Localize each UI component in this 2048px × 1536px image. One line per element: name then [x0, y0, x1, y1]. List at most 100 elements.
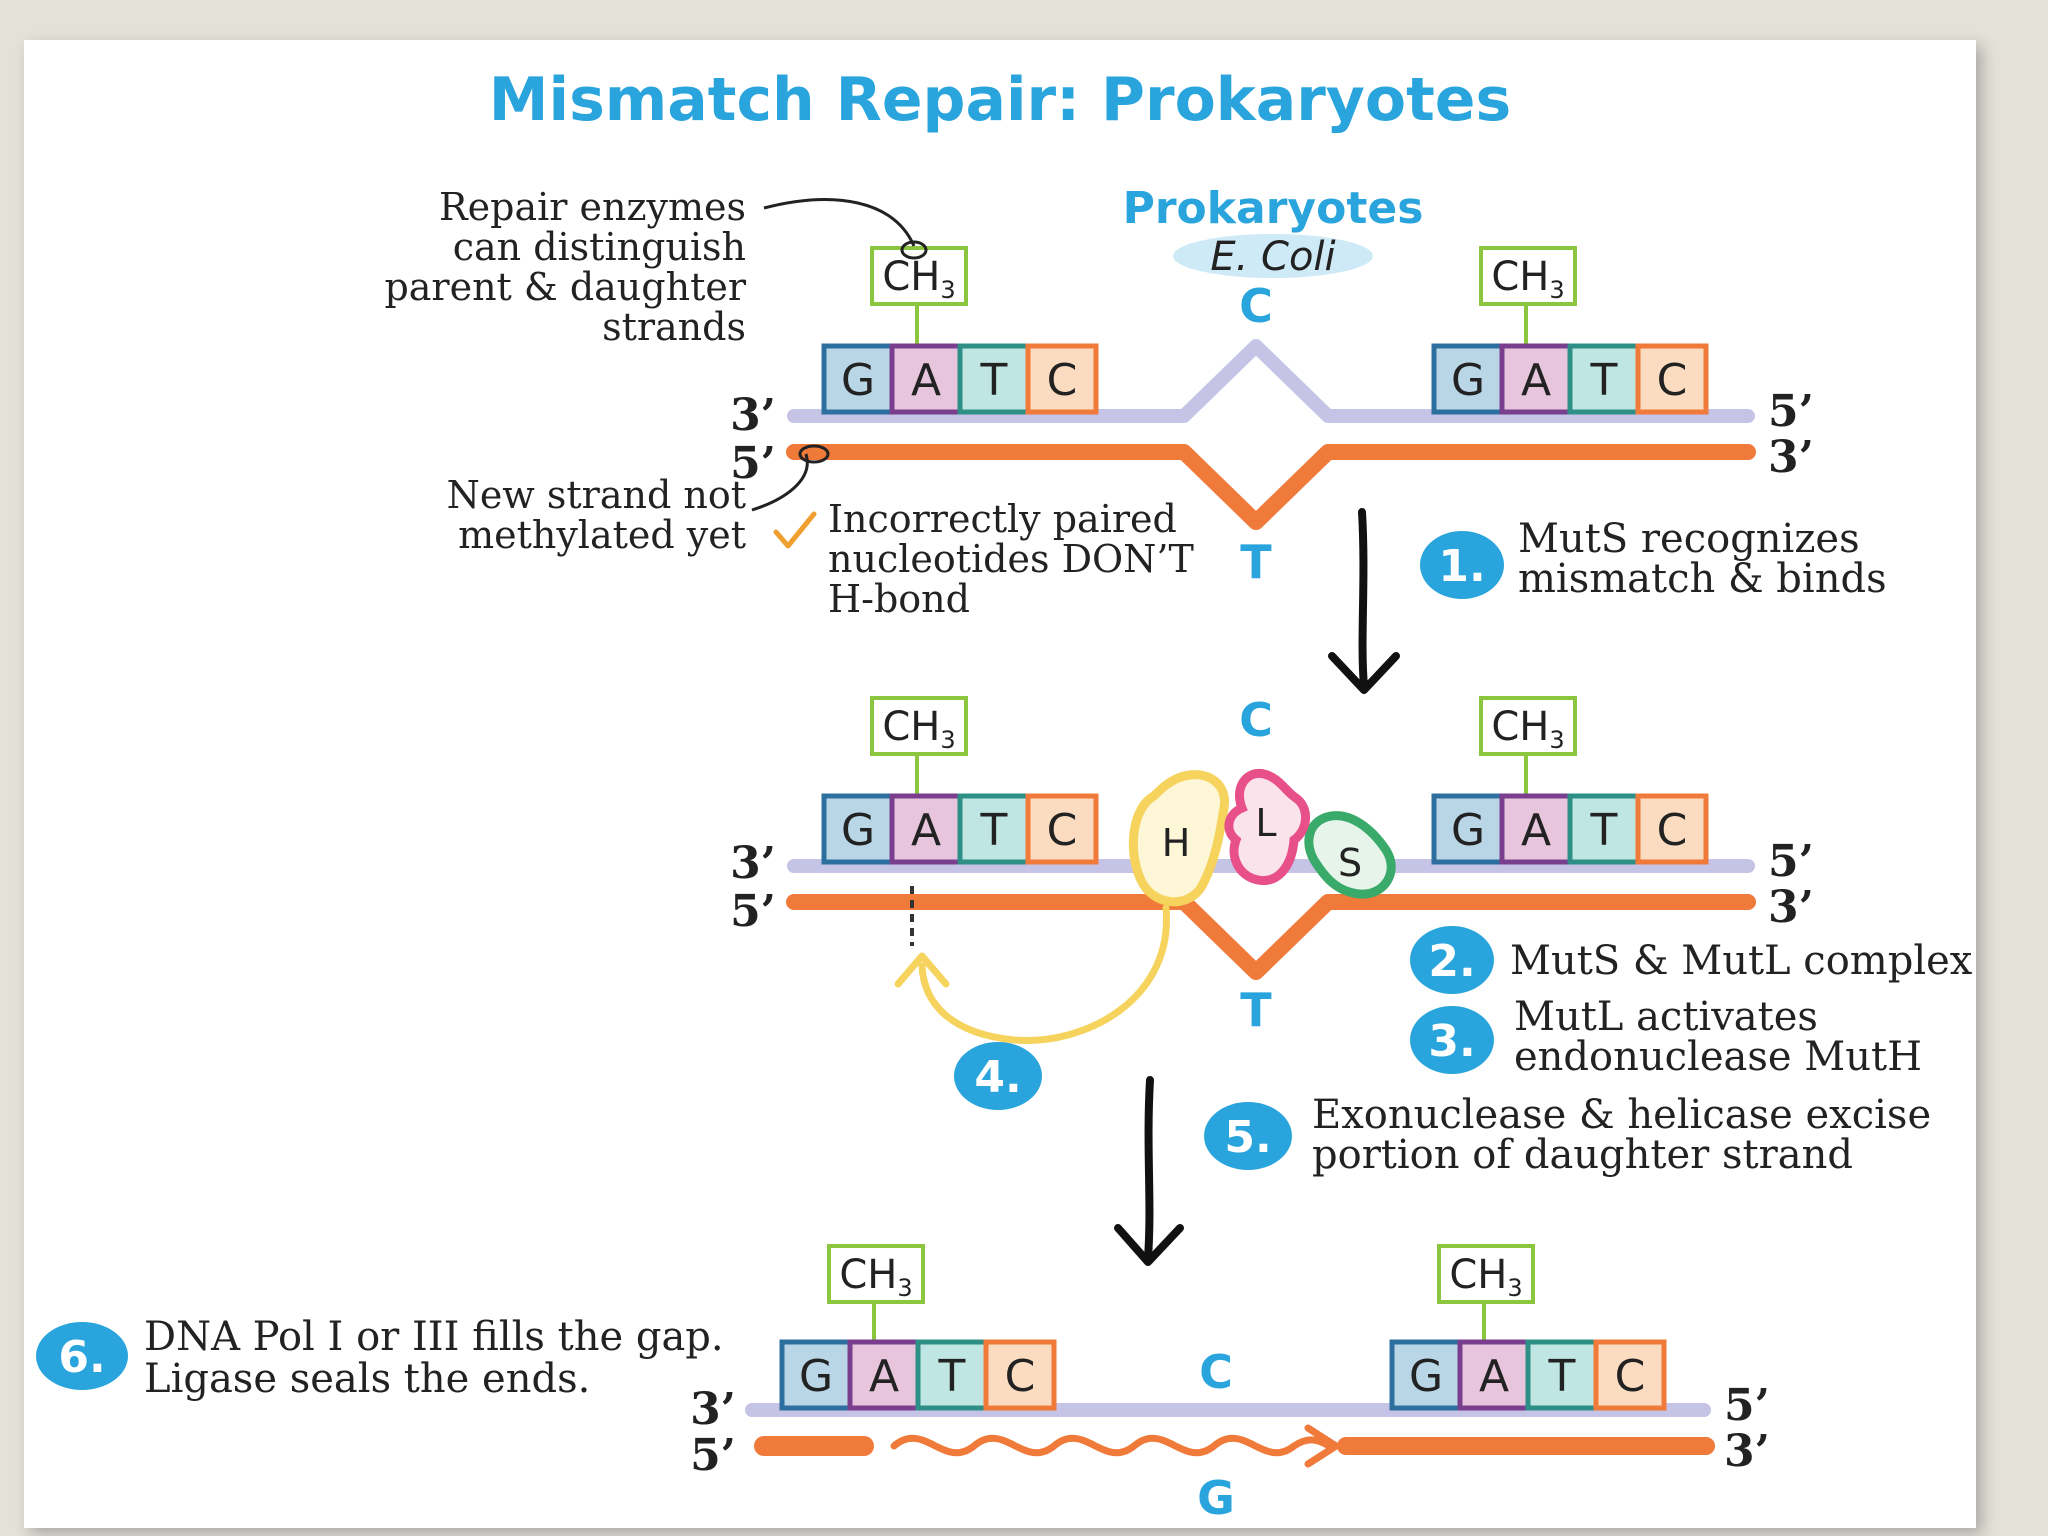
mismatch-bottom-base: T — [1240, 535, 1272, 589]
slide: Mismatch Repair: Prokaryotes Prokaryotes… — [24, 40, 1976, 1528]
end-label-5prime: 5’ — [1724, 1380, 1770, 1431]
dna-panel-1: CH3 G A T C CH3 G A T C 3’ 5’ 5’ — [730, 246, 1814, 589]
base-t-box — [1567, 343, 1641, 415]
end-label-3prime: 3’ — [1768, 432, 1814, 483]
step-text: DNA Pol I or III fills the gap. — [144, 1314, 724, 1360]
base-t-box — [1567, 793, 1641, 865]
step-number: 5. — [1224, 1112, 1271, 1163]
base-c-box — [1025, 343, 1099, 415]
page-title: Mismatch Repair: Prokaryotes — [489, 65, 1511, 135]
methyl-box — [1479, 696, 1577, 756]
arrow-head-icon — [1328, 652, 1400, 694]
organism-highlight — [1173, 234, 1373, 278]
step-text: MutS & MutL complex — [1510, 938, 1973, 984]
methyl-label: CH3 — [882, 254, 955, 304]
step-text: endonuclease MutH — [1514, 1034, 1922, 1080]
step-badge — [1420, 531, 1504, 599]
step-text: portion of daughter strand — [1312, 1132, 1853, 1178]
base-c-box — [1593, 1339, 1667, 1411]
base-a: A — [911, 355, 941, 406]
daughter-strand — [786, 894, 1756, 980]
base-t-box — [1525, 1339, 1599, 1411]
base-t: T — [980, 805, 1008, 856]
daughter-strand — [786, 444, 1756, 530]
base-a: A — [869, 1351, 899, 1402]
gatc-site-left: CH3 G A T C — [779, 1244, 1057, 1411]
end-label-5prime: 5’ — [1768, 836, 1814, 887]
base-c: C — [1657, 355, 1688, 406]
base-g: G — [1409, 1351, 1443, 1402]
annotation-new-strand: New strand not methylated yet — [447, 444, 830, 557]
step-text: MutS recognizes — [1518, 516, 1860, 562]
annotation-line: nucleotides DON’T — [828, 537, 1194, 581]
base-t-box — [915, 1339, 989, 1411]
mutH-protein — [1128, 770, 1229, 907]
gatc-site-left: CH3 G A T C — [821, 696, 1099, 865]
base-a: A — [911, 805, 941, 856]
mismatch-top-base: C — [1239, 279, 1273, 333]
pointer-line — [763, 198, 916, 247]
arrow-head-icon — [1114, 1224, 1184, 1266]
methyl-box — [1479, 246, 1577, 306]
end-label-3prime: 3’ — [730, 390, 776, 441]
flow-arrow-1 — [1358, 508, 1368, 690]
pointer-circle — [900, 240, 928, 260]
step-badge — [954, 1042, 1042, 1110]
base-g-box — [821, 793, 895, 865]
annotation-incorrect-pairing: Incorrectly paired nucleotides DON’T H-b… — [773, 497, 1194, 621]
base-a: A — [1521, 355, 1551, 406]
mismatch-bottom-base: T — [1240, 983, 1272, 1037]
step-number: 2. — [1428, 936, 1475, 987]
new-synthesis-wave — [890, 1434, 1333, 1457]
end-label-3prime: 3’ — [1768, 882, 1814, 933]
base-c-box — [1635, 343, 1709, 415]
base-c: C — [1005, 1351, 1036, 1402]
parent-strand — [787, 339, 1755, 423]
gatc-site-right: CH3 G A T C — [1431, 246, 1709, 415]
base-a: A — [1479, 1351, 1509, 1402]
annotation-line: Repair enzymes — [439, 185, 746, 229]
base-c-box — [983, 1339, 1057, 1411]
base-t: T — [1548, 1351, 1576, 1402]
base-g-box — [1431, 793, 1505, 865]
repaired-bottom-base: G — [1197, 1471, 1235, 1525]
annotation-line: methylated yet — [458, 513, 746, 557]
step-6: 6. DNA Pol I or III fills the gap. Ligas… — [36, 1314, 724, 1402]
base-t: T — [1590, 355, 1618, 406]
base-t: T — [980, 355, 1008, 406]
methyl-label: CH3 — [1491, 704, 1564, 754]
methyl-label: CH3 — [839, 1252, 912, 1302]
base-g-box — [1389, 1339, 1463, 1411]
methyl-box — [870, 696, 968, 756]
base-c: C — [1047, 805, 1078, 856]
organism-label: E. Coli — [1210, 234, 1335, 280]
step-badge — [36, 1322, 128, 1390]
annotation-repair-enzymes: Repair enzymes can distinguish parent & … — [384, 185, 928, 349]
gatc-site-left: CH3 G A T C — [821, 246, 1099, 415]
step-number: 6. — [58, 1332, 105, 1383]
step-1: 1. MutS recognizes mismatch & binds — [1420, 516, 1887, 602]
step-4: 4. — [954, 1042, 1042, 1110]
methyl-label: CH3 — [1491, 254, 1564, 304]
step-number: 1. — [1438, 541, 1485, 592]
base-a: A — [1521, 805, 1551, 856]
mutL-label: L — [1255, 801, 1276, 845]
step-badge — [1410, 926, 1494, 994]
base-c: C — [1657, 805, 1688, 856]
subtitle: Prokaryotes — [1123, 183, 1424, 234]
base-g: G — [841, 355, 875, 406]
base-c-box — [1025, 793, 1099, 865]
step-badge — [1204, 1102, 1292, 1170]
mutS-protein — [1304, 811, 1396, 899]
base-g-box — [821, 343, 895, 415]
mismatch-repair-diagram: Mismatch Repair: Prokaryotes Prokaryotes… — [36, 65, 1973, 1525]
end-label-3prime: 3’ — [1724, 1426, 1770, 1477]
check-icon — [773, 511, 817, 549]
step-5: 5. Exonuclease & helicase excise portion… — [1204, 1092, 1931, 1178]
arrow-head-icon — [1304, 1424, 1340, 1468]
step-2: 2. MutS & MutL complex — [1410, 926, 1973, 994]
base-g: G — [1451, 805, 1485, 856]
step-text: mismatch & binds — [1518, 556, 1887, 602]
end-label-5prime: 5’ — [690, 1430, 736, 1481]
methyl-box — [1437, 1244, 1535, 1304]
